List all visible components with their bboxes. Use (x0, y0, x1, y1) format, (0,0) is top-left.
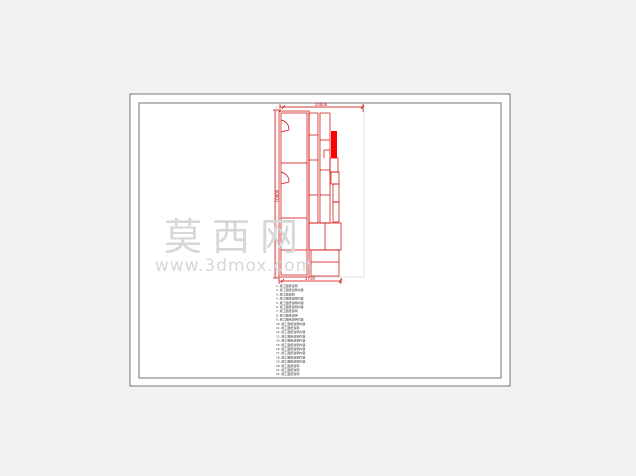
note-line: 7.施工图纸说明 (276, 308, 298, 313)
note-line: 22.施工图纸说明 (276, 371, 299, 376)
note-line: 12.施工图纸说明内容 (276, 329, 305, 334)
note-line: 21.施工图纸说明 (276, 367, 299, 372)
note-line: 18.施工图纸说明内容 (276, 354, 305, 359)
note-line: 15.施工图纸说明内容 (276, 342, 305, 347)
note-line: 19.施工图纸说明内容 (276, 359, 305, 364)
note-line: 14.施工图纸说明内容 (276, 338, 305, 343)
note-line: 13.施工图纸说明内容 (276, 333, 305, 338)
note-line: 1.施工图纸说明 (276, 283, 298, 288)
note-line: 11.施工图纸说明 (276, 325, 299, 330)
note-line: 8.施工图纸说明 (276, 312, 298, 317)
note-line: 10.施工图纸说明内容 (276, 321, 305, 326)
bottom-dimension-label: 3700 (305, 276, 316, 281)
note-line: 6.施工图纸说明内容 (276, 304, 304, 309)
highlighted-element (331, 131, 337, 158)
sheet-inner-frame (138, 102, 502, 379)
note-line: 2.施工图纸说明内容 (276, 287, 304, 292)
note-line: 9.施工图纸说明内容 (276, 317, 304, 322)
note-line: 16.施工图纸说明内容 (276, 346, 305, 351)
note-line: 4.施工图纸说明内容 (276, 296, 304, 301)
drawing-notes: 1.施工图纸说明2.施工图纸说明内容3.施工图说明4.施工图纸说明内容5.施工图… (276, 283, 305, 376)
watermark-chinese: 莫西网 (164, 215, 308, 259)
top-dimension-label: 10000 (315, 102, 328, 107)
note-line: 20.施工图纸说明 (276, 363, 299, 368)
watermark-url: www.3dmox.com (155, 256, 313, 276)
note-line: 3.施工图说明 (276, 291, 295, 296)
note-line: 17.施工图纸说明内容 (276, 350, 305, 355)
side-dimension-label: 10000 (275, 189, 280, 202)
floor-plan (273, 104, 365, 284)
note-line: 5.施工图纸说明内容 (276, 300, 304, 305)
